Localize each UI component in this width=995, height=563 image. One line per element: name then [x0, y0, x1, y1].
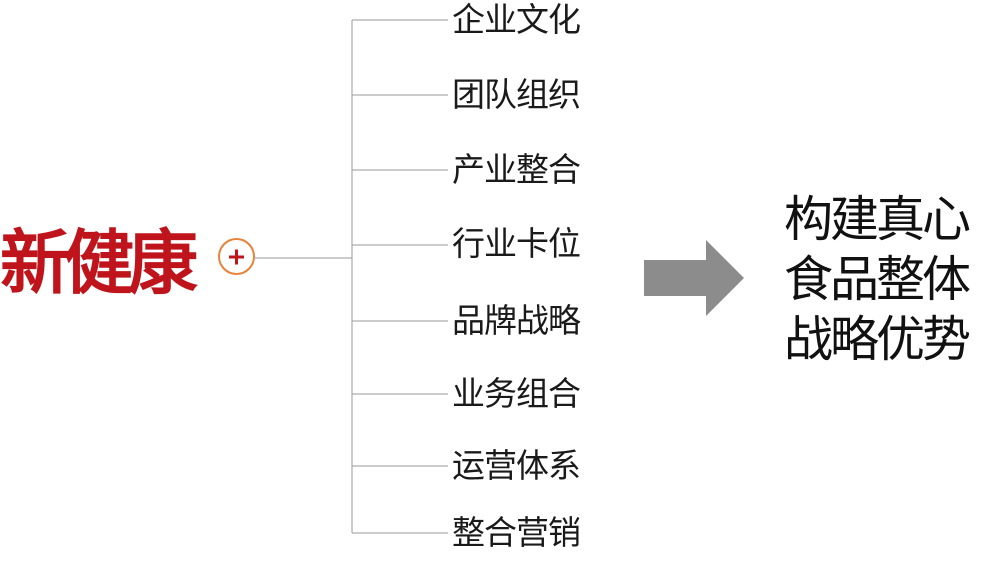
brand-name: 新健康 — [0, 222, 198, 304]
branch-label-culture: 企业文化 — [452, 0, 581, 39]
result-line: 战略优势 — [784, 311, 971, 368]
branch-label-integrated-marketing: 整合营销 — [452, 513, 581, 552]
branch-label-industry-integration: 产业整合 — [452, 150, 581, 189]
plus-circle-icon — [218, 238, 255, 275]
result-line: 构建真心 — [784, 191, 971, 248]
branch-label-team: 团队组织 — [452, 75, 581, 114]
result-text: 构建真心 食品整体 战略优势 — [784, 190, 994, 370]
branch-label-operations: 运营体系 — [452, 446, 581, 485]
result-line: 食品整体 — [784, 251, 971, 308]
brand-logo: 新健康 — [0, 222, 198, 304]
branch-label-business-mix: 业务组合 — [452, 374, 581, 413]
right-arrow-icon — [644, 240, 744, 316]
branch-label-industry-position: 行业卡位 — [452, 224, 581, 263]
branch-label-brand-strategy: 品牌战略 — [452, 301, 581, 340]
